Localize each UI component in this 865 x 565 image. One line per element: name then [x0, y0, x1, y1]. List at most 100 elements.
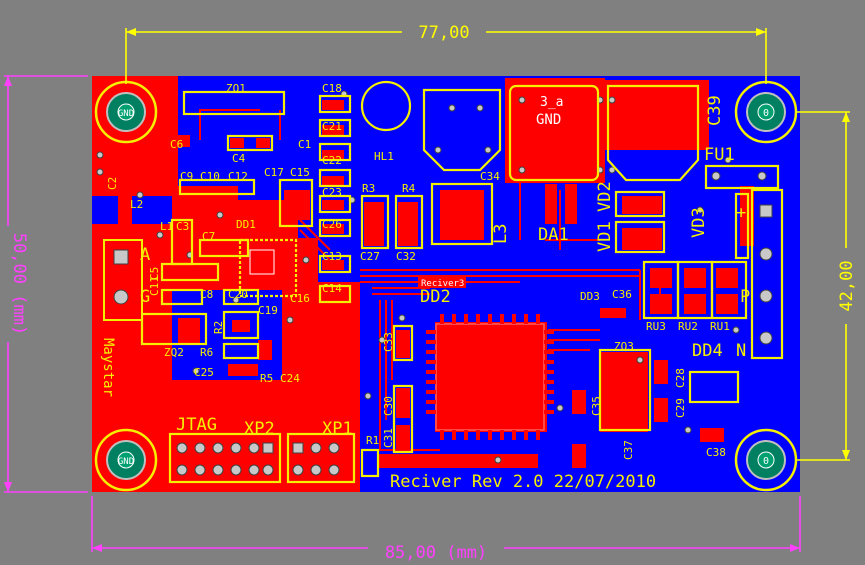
svg-text:C29: C29 [674, 398, 687, 418]
svg-text:GND: GND [536, 112, 561, 128]
svg-text:ZQ1: ZQ1 [226, 82, 246, 95]
svg-text:G: G [140, 287, 150, 307]
chip-label: Reciver3 [421, 279, 464, 289]
svg-text:C15: C15 [290, 166, 310, 179]
svg-text:C25: C25 [194, 366, 214, 379]
dimension-right: 42,00 [796, 111, 858, 461]
svg-text:VD3: VD3 [689, 207, 709, 238]
board-title: Reciver Rev 2.0 22/07/2010 [390, 472, 656, 492]
dimension-bottom: 85,00 (mm) [91, 496, 801, 563]
svg-text:GND: GND [118, 457, 134, 467]
svg-text:C33: C33 [382, 332, 395, 352]
chip-label-bg [418, 276, 466, 288]
svg-text:C12: C12 [228, 170, 248, 183]
svg-text:DD3: DD3 [580, 290, 600, 303]
svg-text:C18: C18 [322, 82, 342, 95]
dimension-right-label: 42,00 [837, 260, 857, 311]
svg-text:DD4: DD4 [692, 341, 723, 361]
mount-hole-top-left: GND [94, 80, 158, 144]
svg-text:FU1: FU1 [704, 145, 735, 165]
svg-text:C7: C7 [202, 230, 215, 243]
svg-text:C35: C35 [590, 396, 603, 416]
silkscreen-outlines [140, 80, 784, 484]
svg-text:RU2: RU2 [678, 320, 698, 333]
svg-text:C8: C8 [200, 288, 213, 301]
svg-text:R6: R6 [200, 346, 213, 359]
svg-text:R2: R2 [212, 321, 225, 334]
svg-text:C4: C4 [232, 152, 246, 165]
svg-text:L3: L3 [491, 224, 511, 244]
svg-text:RU3: RU3 [646, 320, 666, 333]
svg-text:C32: C32 [396, 250, 416, 263]
svg-text:HL1: HL1 [374, 150, 394, 163]
svg-text:C19: C19 [258, 304, 278, 317]
svg-text:0: 0 [763, 456, 769, 467]
svg-text:ZQ3: ZQ3 [614, 340, 634, 353]
svg-text:R3: R3 [362, 182, 375, 195]
svg-text:C14: C14 [322, 282, 342, 295]
dd2-pins [426, 314, 554, 440]
svg-text:R1: R1 [366, 434, 379, 447]
svg-text:R5: R5 [260, 372, 273, 385]
svg-text:C36: C36 [612, 288, 632, 301]
svg-text:C17: C17 [264, 166, 284, 179]
top-pour-ps2 [605, 80, 709, 150]
svg-text:C24: C24 [280, 372, 300, 385]
svg-text:P: P [740, 287, 750, 307]
component-designators: ZQ1 C6 C4 C1 C9 C10 C12 C17 C15 C2 L2 L1… [106, 82, 750, 460]
svg-text:ZQ2: ZQ2 [164, 346, 184, 359]
svg-text:C31: C31 [382, 428, 395, 448]
svg-text:N: N [736, 341, 746, 361]
svg-text:C28: C28 [674, 368, 687, 388]
svg-text:C30: C30 [382, 396, 395, 416]
antenna-terminal-pins [103, 239, 143, 321]
svg-text:C5: C5 [148, 267, 161, 280]
svg-text:C37: C37 [622, 440, 635, 460]
svg-text:JTAG: JTAG [176, 415, 217, 435]
svg-text:C13: C13 [322, 250, 342, 263]
svg-text:C20: C20 [228, 288, 248, 301]
svg-text:C39: C39 [705, 95, 725, 126]
dimension-top: 77,00 [125, 22, 767, 84]
svg-text:RU1: RU1 [710, 320, 730, 333]
dd1-chip-body [249, 249, 275, 275]
top-pour-ps1 [505, 78, 605, 183]
svg-text:C22: C22 [322, 154, 342, 167]
board-brand: Maystar [100, 338, 116, 397]
dimension-bottom-label: 85,00 (mm) [385, 543, 487, 563]
svg-text:DD2: DD2 [420, 287, 451, 307]
svg-text:VD2: VD2 [595, 181, 615, 212]
svg-text:C3: C3 [176, 220, 189, 233]
svg-text:L2: L2 [130, 198, 143, 211]
dimension-left: 50,00 (mm) [0, 75, 88, 493]
mount-hole-bottom-left: GND [94, 428, 158, 492]
svg-text:+: + [736, 203, 746, 223]
power-terminal-pins [711, 171, 773, 345]
svg-text:C16: C16 [290, 292, 310, 305]
svg-text:C1: C1 [298, 138, 311, 151]
top-pour-rail [378, 454, 538, 468]
svg-text:L1: L1 [160, 220, 173, 233]
top-pour-zq3 [600, 352, 648, 432]
svg-text:DD1: DD1 [236, 218, 256, 231]
dimension-top-label: 77,00 [418, 23, 469, 43]
svg-text:C9: C9 [180, 170, 193, 183]
svg-text:C27: C27 [360, 250, 380, 263]
svg-text:XP1: XP1 [322, 419, 353, 439]
svg-text:C23: C23 [322, 186, 342, 199]
mount-hole-top-right: 0 [734, 80, 798, 144]
svg-text:C34: C34 [480, 170, 500, 183]
svg-text:3_a: 3_a [540, 95, 563, 110]
dimension-left-label: 50,00 (mm) [9, 233, 29, 335]
svg-text:VD1: VD1 [595, 221, 615, 252]
svg-text:C21: C21 [322, 120, 342, 133]
xp1-header-pins [292, 442, 340, 476]
svg-text:C2: C2 [106, 177, 119, 190]
svg-text:A: A [140, 245, 150, 265]
svg-text:C11: C11 [148, 276, 161, 296]
top-pour-dd2 [435, 322, 547, 432]
svg-text:C26: C26 [322, 218, 342, 231]
svg-text:XP2: XP2 [244, 419, 275, 439]
svg-text:C38: C38 [706, 446, 726, 459]
